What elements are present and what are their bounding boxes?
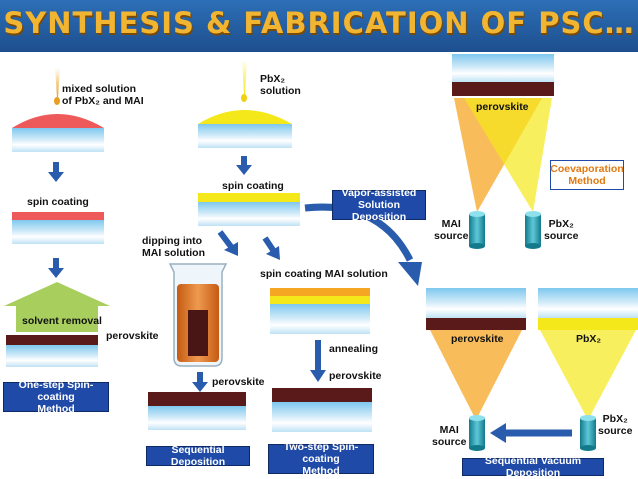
substrate-1c [6,345,98,367]
page-title: SYNTHESIS & FABRICATION OF PSC… [3,6,635,40]
one-step-column [4,68,110,367]
sequential-column [148,60,372,432]
method-sequential-vacuum: Sequential Vacuum Deposition [462,455,604,479]
coevaporation-group [452,54,554,249]
mai-layer [270,288,370,296]
diag-arrow-left [217,230,235,250]
red-film-layer [12,212,104,220]
label-spin-coating-2: spin coating [222,180,284,192]
label-perovskite-coevap: perovskite [476,101,529,113]
beaker-substrate [188,310,208,356]
curved-arrow-head [398,262,422,286]
label-pbx2-seqvac: PbX₂ [576,333,602,345]
dropper-1 [55,68,60,98]
substrate-1b [12,220,104,244]
label-perovskite-1: perovskite [106,330,159,342]
seqvac-substrate-left [426,288,526,318]
droplet-1 [54,97,60,105]
method-sequential: Sequential Deposition [146,444,250,468]
coevap-substrate [452,54,554,82]
pbx2-layer-2 [198,193,300,202]
perovskite-layer-2 [148,392,246,406]
substrate-2c [148,406,246,430]
pbx2-cone-2 [540,330,636,420]
label-perovskite-seqvac: perovskite [451,333,504,345]
pbx2-source-cylinder-2 [580,415,596,451]
substrate-2a [198,124,292,148]
pbx2-source-cylinder-1 [525,211,541,249]
mai-source-cylinder-2 [469,415,485,451]
substrate-2d [270,304,370,334]
seqvac-perovskite [426,318,526,330]
label-spin-coating-mai: spin coating MAI solution [260,268,388,280]
substrate-2b [198,202,300,226]
substrate-1a [12,128,104,152]
yellow-dome-film [198,110,292,124]
droplet-2 [241,94,247,102]
title-bar: SYNTHESIS & FABRICATION OF PSC… [0,0,638,52]
coevap-perovskite [452,82,554,96]
label-spin-coating-1: spin coating [27,196,89,208]
sequential-vacuum-group [426,288,638,451]
substrate-2e [272,402,372,432]
label-perovskite-3: perovskite [329,370,382,382]
red-dome-film [12,114,104,128]
mai-cone-2 [430,330,522,420]
diag-arrow-right [262,236,276,252]
label-solvent-removal: solvent removal [22,315,102,327]
pbx2-layer-3 [270,296,370,304]
seqvac-pbx2 [538,318,638,330]
perovskite-layer-3 [272,388,372,402]
label-perovskite-2: perovskite [212,376,265,388]
mai-source-cylinder-1 [469,211,485,249]
dropper-2 [242,60,247,94]
solvent-removal-arrow [4,282,110,332]
pbx2-cone-1 [464,98,552,212]
perovskite-layer-1 [6,335,98,345]
seqvac-substrate-right [538,288,638,318]
label-annealing: annealing [329,343,379,355]
